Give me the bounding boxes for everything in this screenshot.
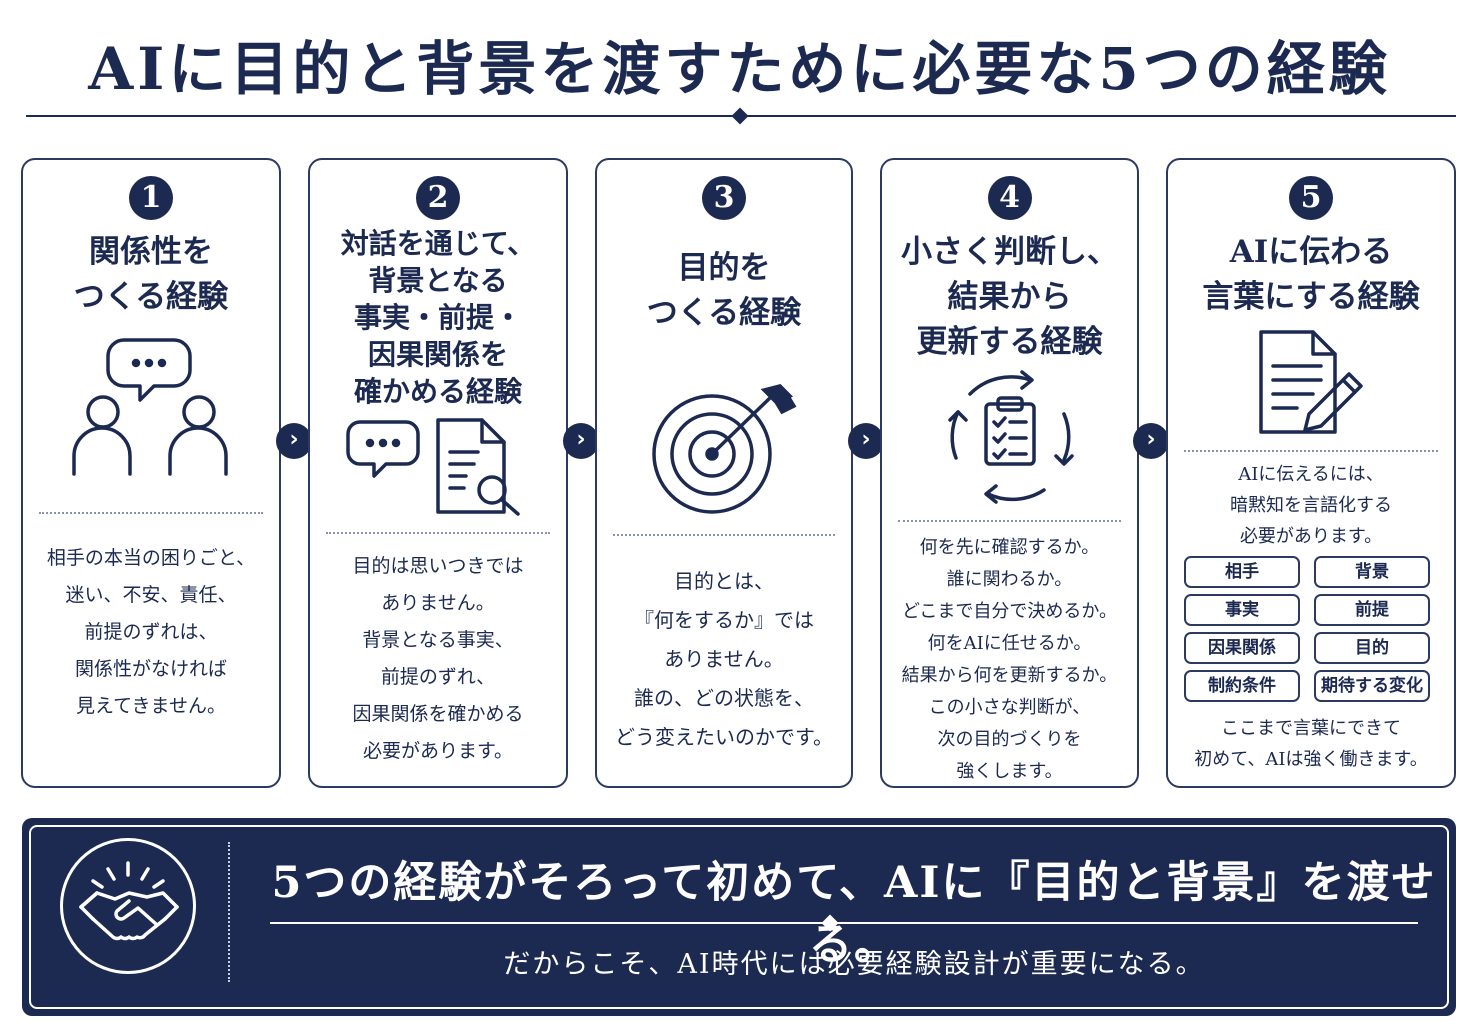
step-card-2: 2 対話を通じて、 背景となる 事実・前提・ 因果関係を 確かめる経験 目的は思…	[308, 158, 568, 788]
step-card-5: 5 AIに伝わる 言葉にする経験 AIに伝えるには、 暗黙知を言語化する 必要が…	[1166, 158, 1456, 788]
conclusion-banner: 5つの経験がそろって初めて、AIに『目的と背景』を渡せる。 だからこそ、AI時代…	[22, 818, 1456, 1016]
step-title-1: 関係性を つくる経験	[73, 234, 229, 315]
step-number-3: 3	[702, 176, 746, 220]
step-body-5: AIに伝えるには、 暗黙知を言語化する 必要があります。	[1230, 464, 1392, 547]
step-number-4: 4	[987, 176, 1032, 220]
step-number-1: 1	[129, 176, 173, 220]
card-divider	[326, 532, 550, 534]
next-arrow-icon: ›	[848, 423, 884, 459]
cycle-clipboard-icon	[940, 366, 1080, 506]
title-diamond-ornament	[731, 107, 749, 125]
step-number-5: 5	[1289, 176, 1333, 220]
step-body-3: 目的とは、 『何をするか』では ありません。 誰の、どの状態を、 どう変えたいの…	[615, 569, 833, 749]
banner-headline: 5つの経験がそろって初めて、AIに『目的と背景』を渡せる。	[271, 858, 1437, 970]
speech-document-search-icon	[346, 412, 532, 518]
step-body-4: 何を先に確認するか。 誰に関わるか。 どこまで自分で決めるか。 何をAIに任せる…	[901, 537, 1118, 783]
tag-chip: 因果関係	[1184, 632, 1300, 664]
next-arrow-icon: ›	[1133, 423, 1169, 459]
step-body-1: 相手の本当の困りごと、 迷い、不安、責任、 前提のずれは、 関係性がなければ 見…	[46, 547, 256, 718]
step-footer-5: ここまで言葉にできて 初めて、AIは強く働きます。	[1194, 718, 1428, 770]
card-divider	[898, 520, 1121, 522]
document-pencil-icon	[1253, 326, 1369, 438]
banner-subline: だからこそ、AI時代には必要経験設計が重要になる。	[503, 949, 1205, 980]
step-card-1: 1 関係性を つくる経験 相手の本当の困りごと、 迷い、不安、責任、 前提のずれ…	[21, 158, 281, 788]
people-speech-icon	[66, 332, 236, 482]
step-card-3: 3 目的を つくる経験 目的とは、 『何をするか』では ありません。 誰の、どの…	[595, 158, 853, 788]
next-arrow-icon: ›	[276, 423, 312, 459]
tag-chip: 事実	[1184, 594, 1300, 626]
tag-chip: 相手	[1184, 556, 1300, 588]
next-arrow-icon: ›	[563, 423, 599, 459]
step-body-2: 目的は思いつきでは ありません。 背景となる事実、 前提のずれ、 因果関係を確か…	[352, 555, 524, 763]
step-title-4: 小さく判断し、 結果から 更新する経験	[901, 234, 1118, 360]
card-divider	[39, 512, 263, 514]
tag-chip: 制約条件	[1184, 670, 1300, 702]
tag-chip: 目的	[1314, 632, 1430, 664]
step-title-2: 対話を通じて、 背景となる 事実・前提・ 因果関係を 確かめる経験	[340, 227, 536, 408]
banner-rule	[270, 922, 1418, 924]
page-title: AIに目的と背景を渡すために必要な5つの経験	[88, 35, 1391, 103]
tag-chip: 期待する変化	[1314, 670, 1430, 702]
card-divider	[1184, 450, 1438, 452]
step-title-3: 目的を つくる経験	[646, 250, 802, 331]
banner-divider	[228, 842, 230, 982]
tag-chip: 前提	[1314, 594, 1430, 626]
banner-frame	[29, 825, 1449, 1009]
step-title-5: AIに伝わる 言葉にする経験	[1202, 234, 1420, 315]
target-arrow-icon	[652, 382, 802, 522]
step-number-2: 2	[416, 176, 460, 220]
tag-chip: 背景	[1314, 556, 1430, 588]
card-divider	[613, 534, 835, 536]
step-card-4: 4 小さく判断し、 結果から 更新する経験 何を先に確認するか。 誰に関わるか。…	[880, 158, 1139, 788]
handshake-icon	[60, 838, 196, 974]
